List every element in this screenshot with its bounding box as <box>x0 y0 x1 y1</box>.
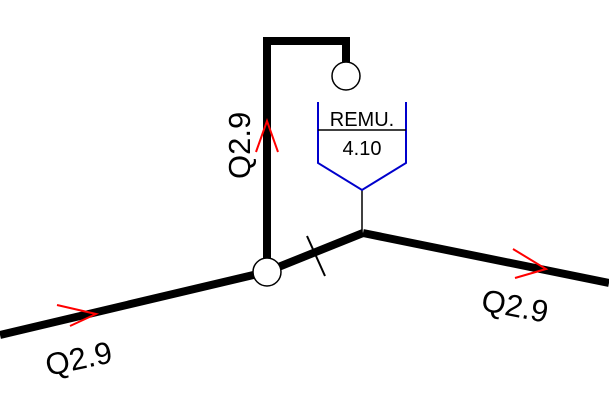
flow-label-vertical: Q2.9 <box>222 112 257 179</box>
top-node <box>331 61 361 91</box>
flow-arrow-right <box>512 248 549 279</box>
pipe-vertical-segment <box>263 37 350 263</box>
remu-box-title: REMU. <box>330 109 394 131</box>
pipe-right-segment <box>362 229 609 287</box>
junction-node <box>252 257 282 287</box>
flow-arrow-left <box>56 304 100 327</box>
flow-label-right: Q2.9 <box>479 283 552 330</box>
pipe-left-segment <box>0 268 267 339</box>
flow-arrow-vertical <box>255 118 279 153</box>
valve-tick <box>306 235 326 277</box>
remu-box-outline <box>317 102 407 192</box>
flow-label-left: Q2.9 <box>42 335 115 383</box>
remu-box-value: 4.10 <box>343 138 382 160</box>
